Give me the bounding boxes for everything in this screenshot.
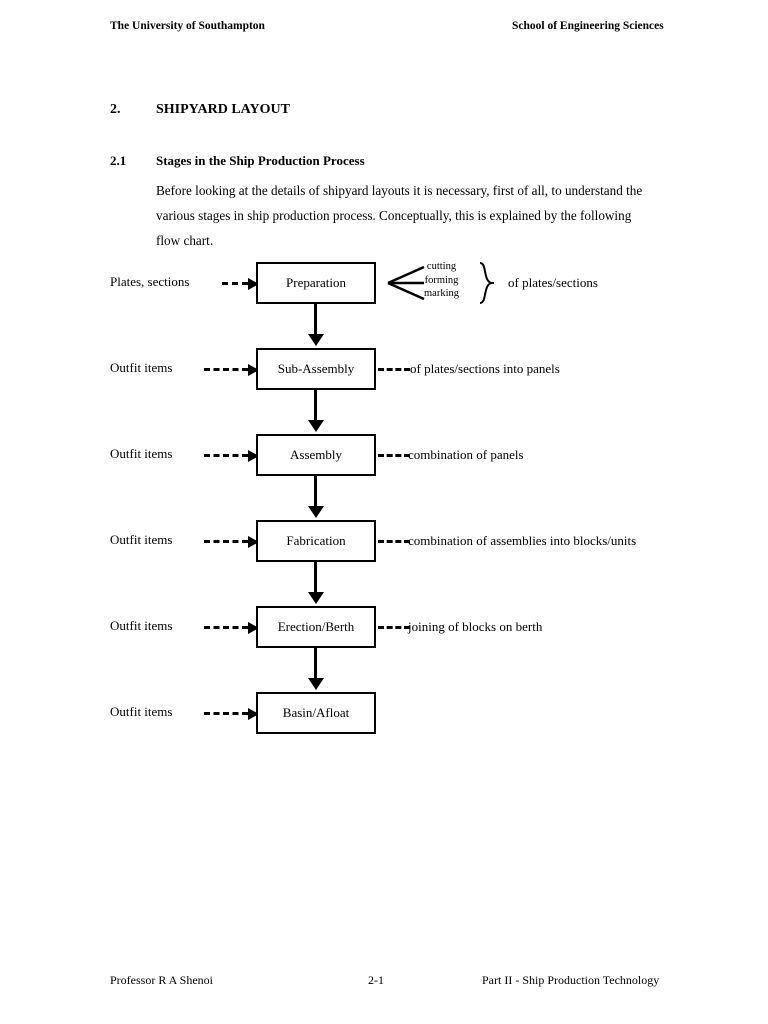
running-head: The University of Southampton School of …	[110, 20, 678, 36]
dashed-input-arrow-icon	[204, 622, 259, 634]
output-label-erection-berth: joining of blocks on berth	[408, 619, 543, 634]
input-label-outfit-items: Outfit items	[110, 360, 173, 375]
fan-bracket-icon	[387, 265, 425, 301]
flow-node-basin-afloat[interactable]: Basin/Afloat	[256, 692, 376, 734]
ship-production-flowchart: Plates, sections Preparation cutting for…	[0, 260, 768, 782]
flow-row-erection-berth: Outfit items Erection/Berth joining of b…	[0, 606, 768, 692]
dashed-input-arrow-icon	[204, 536, 259, 548]
curly-brace-icon	[479, 262, 494, 304]
input-label-outfit-items: Outfit items	[110, 704, 173, 719]
dashed-output-connector-icon	[378, 368, 410, 374]
flow-node-sub-assembly[interactable]: Sub-Assembly	[256, 348, 376, 390]
dashed-input-arrow-icon	[204, 450, 259, 462]
flow-row-sub-assembly: Outfit items Sub-Assembly of plates/sect…	[0, 348, 768, 434]
section-heading-number: 2.	[110, 102, 121, 117]
subsection-heading-number: 2.1	[110, 153, 127, 168]
footer-author: Professor R A Shenoi	[110, 973, 214, 987]
flow-node-label: Sub-Assembly	[277, 361, 355, 376]
input-label-outfit-items: Outfit items	[110, 532, 173, 547]
body-paragraph: Before looking at the details of shipyar…	[156, 183, 643, 249]
flow-connector-arrow-icon	[307, 562, 324, 604]
flow-node-label: Erection/Berth	[277, 619, 355, 634]
annotation-line-cutting: cutting	[426, 261, 457, 272]
annotation-line-marking: marking	[424, 288, 459, 299]
running-head-left: The University of Southampton	[110, 20, 265, 32]
output-label-sub-assembly: of plates/sections into panels	[410, 361, 560, 376]
flow-row-fabrication: Outfit items Fabrication combination of …	[0, 520, 768, 606]
flow-connector-arrow-icon	[307, 476, 324, 518]
footer-page-number: 2-1	[368, 973, 384, 987]
annotation-brace-label: of plates/sections	[508, 275, 598, 290]
output-label-assembly: combination of panels	[408, 447, 524, 462]
input-label-outfit-items: Outfit items	[110, 446, 173, 461]
dashed-output-connector-icon	[378, 540, 410, 546]
flow-node-label: Preparation	[286, 275, 346, 290]
annotation-line-forming: forming	[424, 274, 459, 286]
page-footer: Professor R A Shenoi 2-1 Part II - Ship …	[110, 973, 678, 989]
flow-node-fabrication[interactable]: Fabrication	[256, 520, 376, 562]
dashed-input-arrow-icon	[204, 708, 259, 720]
flow-node-label: Assembly	[290, 447, 342, 462]
flow-row-basin-afloat: Outfit items Basin/Afloat	[0, 692, 768, 778]
subsection-heading-title: Stages in the Ship Production Process	[156, 153, 365, 168]
section-heading-title: SHIPYARD LAYOUT	[156, 102, 290, 117]
flow-node-assembly[interactable]: Assembly	[256, 434, 376, 476]
flow-node-label: Fabrication	[286, 533, 346, 548]
flow-row-preparation: Plates, sections Preparation cutting for…	[0, 260, 768, 348]
dashed-input-arrow-icon	[204, 364, 259, 376]
dashed-output-connector-icon	[378, 626, 410, 632]
section-heading: 2. SHIPYARD LAYOUT	[110, 102, 290, 118]
subsection-heading: 2.1 Stages in the Ship Production Process	[110, 153, 365, 169]
annotation-operations-list: cutting forming marking	[424, 260, 459, 301]
input-label-plates-sections: Plates, sections	[110, 274, 190, 289]
flow-row-assembly: Outfit items Assembly combination of pan…	[0, 434, 768, 520]
flow-connector-arrow-icon	[307, 648, 324, 690]
running-head-right: School of Engineering Sciences	[512, 20, 664, 32]
input-label-outfit-items: Outfit items	[110, 618, 173, 633]
footer-course: Part II - Ship Production Technology	[482, 973, 660, 987]
output-label-fabrication: combination of assemblies into blocks/un…	[408, 533, 637, 548]
flow-node-erection-berth[interactable]: Erection/Berth	[256, 606, 376, 648]
flow-node-label: Basin/Afloat	[282, 705, 350, 720]
flow-connector-arrow-icon	[307, 390, 324, 432]
dashed-output-connector-icon	[378, 454, 410, 460]
dashed-input-arrow-icon	[222, 278, 259, 290]
flow-connector-arrow-icon	[307, 304, 324, 346]
flow-node-preparation[interactable]: Preparation	[256, 262, 376, 304]
